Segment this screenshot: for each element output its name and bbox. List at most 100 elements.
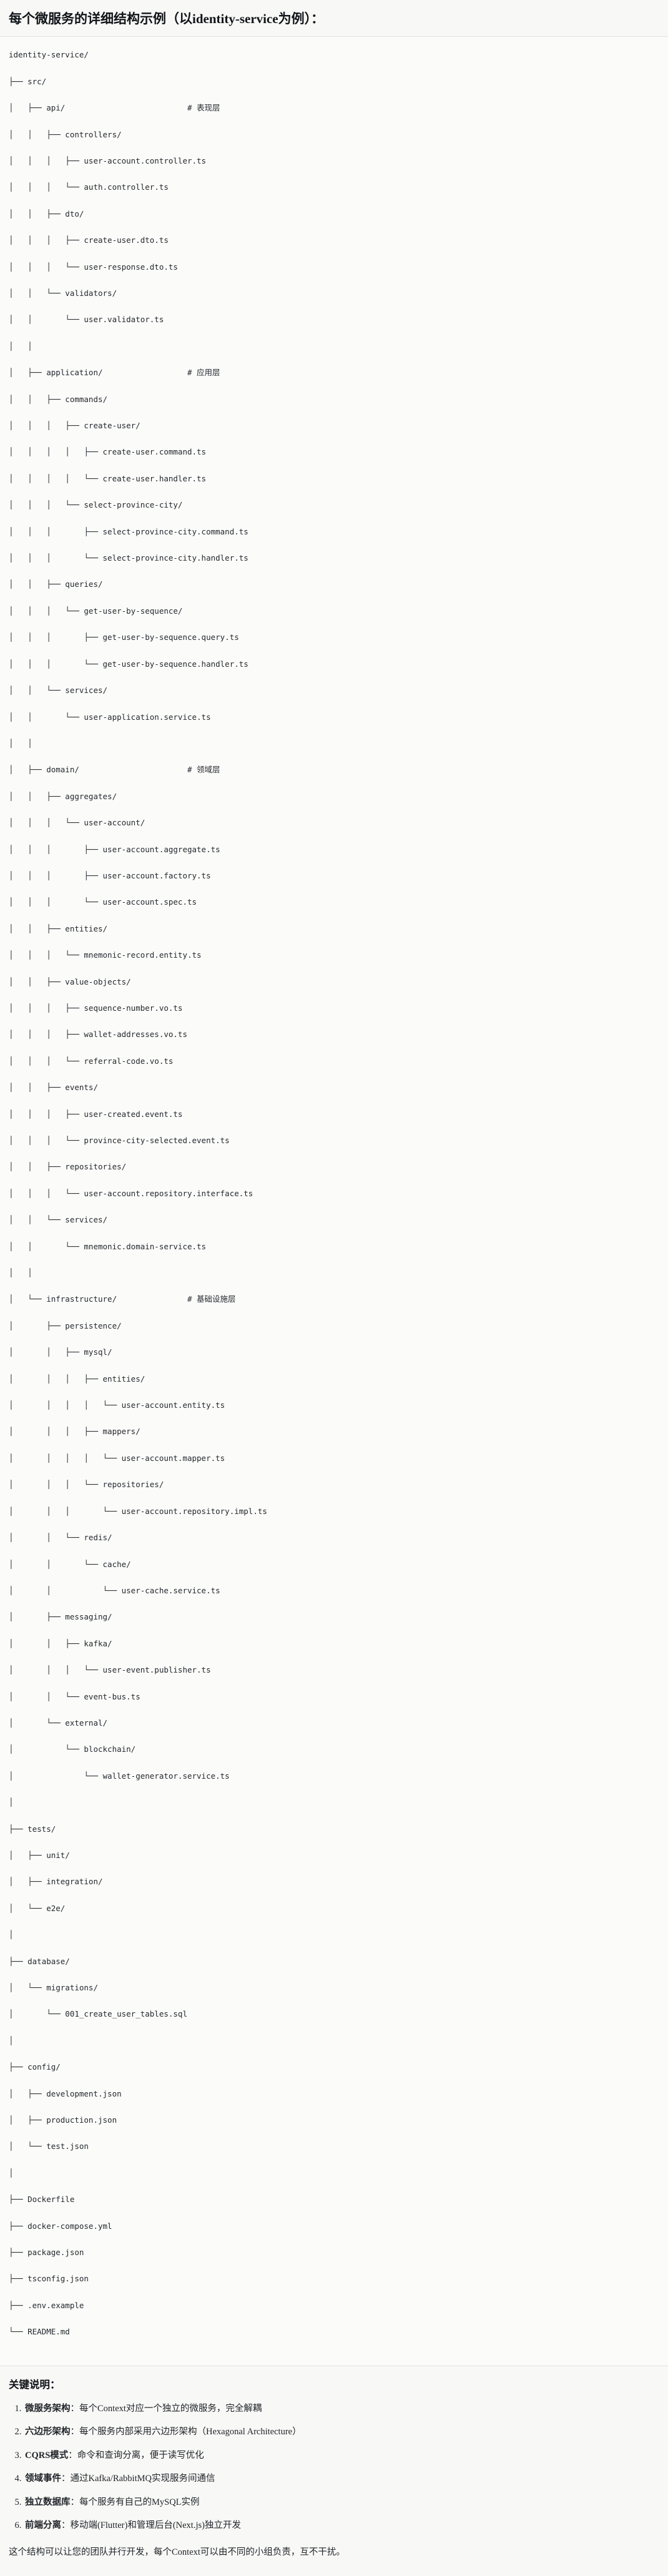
tree-line: │ │ ├── value-objects/ — [9, 976, 131, 986]
tree-line: │ │ │ └── user-account.repository.impl.t… — [9, 1506, 267, 1516]
tree-line: │ │ │ │ └── user-account.mapper.ts — [9, 1453, 225, 1463]
key-point-body: ：命令和查询分离，便于读写优化 — [68, 2450, 204, 2460]
tree-line: ├── docker-compose.yml — [9, 2221, 112, 2231]
tree-line: │ │ │ └── province-city-selected.event.t… — [9, 1136, 230, 1145]
tree-line: │ │ — [9, 738, 32, 748]
key-point-term: 领域事件 — [25, 2474, 61, 2484]
tree-line: │ │ │ ├── entities/ — [9, 1374, 145, 1384]
tree-line: │ │ │ └── user-response.dto.ts — [9, 262, 178, 272]
key-point-item: 微服务架构：每个Context对应一个独立的微服务，完全解耦 — [24, 2402, 659, 2416]
key-point-item: 前端分离：移动端(Flutter)和管理后台(Next.js)独立开发 — [24, 2519, 659, 2532]
tree-line: │ └── infrastructure/ # 基础设施层 — [9, 1294, 236, 1304]
tree-line: │ │ │ │ └── create-user.handler.ts — [9, 473, 207, 483]
tree-line: │ │ ├── commands/ — [9, 394, 108, 404]
key-point-body: ：每个服务内部采用六边形架构（Hexagonal Architecture） — [70, 2427, 302, 2437]
tree-line: │ │ ├── mysql/ — [9, 1347, 112, 1357]
tree-line-comment: # 应用层 — [187, 368, 220, 378]
key-point-term: 微服务架构 — [25, 2403, 71, 2414]
tree-line: │ │ │ └── user-event.publisher.ts — [9, 1665, 211, 1675]
tree-line: │ — [9, 1797, 14, 1807]
tree-line: │ — [9, 2035, 14, 2045]
tree-line: │ │ │ ├── create-user/ — [9, 421, 140, 431]
tree-line: │ │ │ └── auth.controller.ts — [9, 182, 169, 192]
tree-line: │ — [9, 2168, 14, 2178]
tree-line: │ │ │ │ ├── create-user.command.ts — [9, 447, 207, 457]
tree-line: │ │ │ └── select-province-city/ — [9, 500, 183, 510]
tree-line-comment: # 表现层 — [187, 103, 220, 113]
key-point-item: 领域事件：通过Kafka/RabbitMQ实现服务间通信 — [24, 2472, 659, 2485]
tree-line: │ └── 001_create_user_tables.sql — [9, 2009, 187, 2019]
key-point-item: 六边形架构：每个服务内部采用六边形架构（Hexagonal Architectu… — [24, 2425, 659, 2439]
tree-line: │ │ ├── events/ — [9, 1083, 98, 1093]
tree-line: │ │ └── event-bus.ts — [9, 1691, 140, 1701]
tree-line: │ ├── messaging/ — [9, 1612, 112, 1622]
tree-line: │ │ └── services/ — [9, 1215, 108, 1225]
tree-line: ├── tsconfig.json — [9, 2274, 89, 2284]
tree-line: │ │ │ ├── sequence-number.vo.ts — [9, 1003, 183, 1013]
tree-line: ├── package.json — [9, 2248, 84, 2258]
tree-line: │ │ │ ├── select-province-city.command.t… — [9, 526, 248, 536]
key-point-item: 独立数据库：每个服务有自己的MySQL实例 — [24, 2495, 659, 2509]
tree-line: │ │ │ └── mnemonic-record.entity.ts — [9, 950, 202, 960]
tree-line: │ │ └── cache/ — [9, 1559, 131, 1569]
tree-line: │ └── test.json — [9, 2141, 89, 2151]
tree-line: │ │ │ ├── mappers/ — [9, 1427, 140, 1437]
key-point-body: ：移动端(Flutter)和管理后台(Next.js)独立开发 — [61, 2520, 241, 2531]
tree-line: │ ├── domain/ # 领域层 — [9, 765, 220, 775]
tree-line: │ ├── development.json — [9, 2088, 122, 2098]
tree-line: │ ├── unit/ — [9, 1850, 70, 1860]
tree-line: │ │ │ └── get-user-by-sequence/ — [9, 606, 183, 616]
tree-line: │ │ — [9, 1268, 32, 1278]
tree-line: ├── Dockerfile — [9, 2195, 75, 2205]
tree-line: │ │ │ ├── create-user.dto.ts — [9, 235, 169, 245]
tree-line: identity-service/ — [9, 50, 89, 60]
tree-line: │ │ │ ├── user-account.aggregate.ts — [9, 844, 220, 854]
key-points-list: 微服务架构：每个Context对应一个独立的微服务，完全解耦六边形架构：每个服务… — [9, 2402, 659, 2533]
tree-line-comment: # 领域层 — [187, 765, 220, 775]
tree-line: │ │ │ ├── wallet-addresses.vo.ts — [9, 1030, 187, 1040]
tree-line: │ │ │ │ └── user-account.entity.ts — [9, 1400, 225, 1410]
tree-line: │ │ └── redis/ — [9, 1533, 112, 1543]
key-point-body: ：每个Context对应一个独立的微服务，完全解耦 — [70, 2403, 262, 2414]
page-title: 每个微服务的详细结构示例（以identity-service为例）： — [0, 0, 668, 37]
tree-line: │ ├── integration/ — [9, 1877, 103, 1887]
tree-line: │ ├── persistence/ — [9, 1320, 122, 1330]
tree-line: │ │ │ └── user-account/ — [9, 818, 145, 828]
tree-line: │ │ ├── queries/ — [9, 579, 103, 589]
key-point-item: CQRS模式：命令和查询分离，便于读写优化 — [24, 2449, 659, 2462]
tree-line: │ │ │ └── repositories/ — [9, 1480, 164, 1490]
tree-line: │ │ ├── kafka/ — [9, 1638, 112, 1648]
tree-line: │ │ │ ├── user-account.controller.ts — [9, 155, 207, 165]
tree-line: │ │ └── mnemonic.domain-service.ts — [9, 1241, 207, 1251]
tree-line: │ │ │ ├── get-user-by-sequence.query.ts — [9, 632, 239, 642]
tree-line: └── README.md — [9, 2327, 70, 2337]
tree-line: │ └── e2e/ — [9, 1903, 66, 1913]
tree-line: │ │ └── services/ — [9, 686, 108, 696]
tree-line: │ └── wallet-generator.service.ts — [9, 1771, 230, 1781]
tree-line: │ ├── api/ # 表现层 — [9, 103, 220, 113]
key-point-term: 独立数据库 — [25, 2497, 71, 2507]
tree-line: │ │ ├── entities/ — [9, 923, 108, 933]
key-points-section: 关键说明： 微服务架构：每个Context对应一个独立的微服务，完全解耦六边形架… — [0, 2366, 668, 2576]
tree-line: │ │ └── validators/ — [9, 288, 117, 298]
tree-line: │ │ │ └── get-user-by-sequence.handler.t… — [9, 659, 248, 669]
key-points-title: 关键说明： — [9, 2378, 61, 2391]
tree-line: │ │ ├── repositories/ — [9, 1162, 127, 1172]
tree-line: ├── tests/ — [9, 1824, 56, 1834]
tree-line: │ │ │ └── referral-code.vo.ts — [9, 1056, 174, 1066]
key-point-term: 前端分离 — [25, 2520, 61, 2531]
tree-line: │ │ │ ├── user-created.event.ts — [9, 1109, 183, 1119]
tree-line: │ │ │ └── select-province-city.handler.t… — [9, 553, 248, 563]
tree-line: ├── .env.example — [9, 2300, 84, 2310]
tree-line: │ │ — [9, 341, 32, 351]
tree-line: │ ├── application/ # 应用层 — [9, 368, 220, 378]
tree-line: │ │ └── user-cache.service.ts — [9, 1585, 220, 1595]
tree-line: ├── src/ — [9, 76, 47, 86]
tree-line: │ └── external/ — [9, 1718, 108, 1728]
tree-line-comment: # 基础设施层 — [187, 1294, 236, 1304]
key-point-term: CQRS模式 — [25, 2450, 69, 2460]
closing-paragraph: 这个结构可以让您的团队并行开发，每个Context可以由不同的小组负责，互不干扰… — [9, 2547, 345, 2557]
tree-line: │ │ └── user.validator.ts — [9, 315, 164, 325]
tree-line: │ │ │ ├── user-account.factory.ts — [9, 870, 211, 880]
